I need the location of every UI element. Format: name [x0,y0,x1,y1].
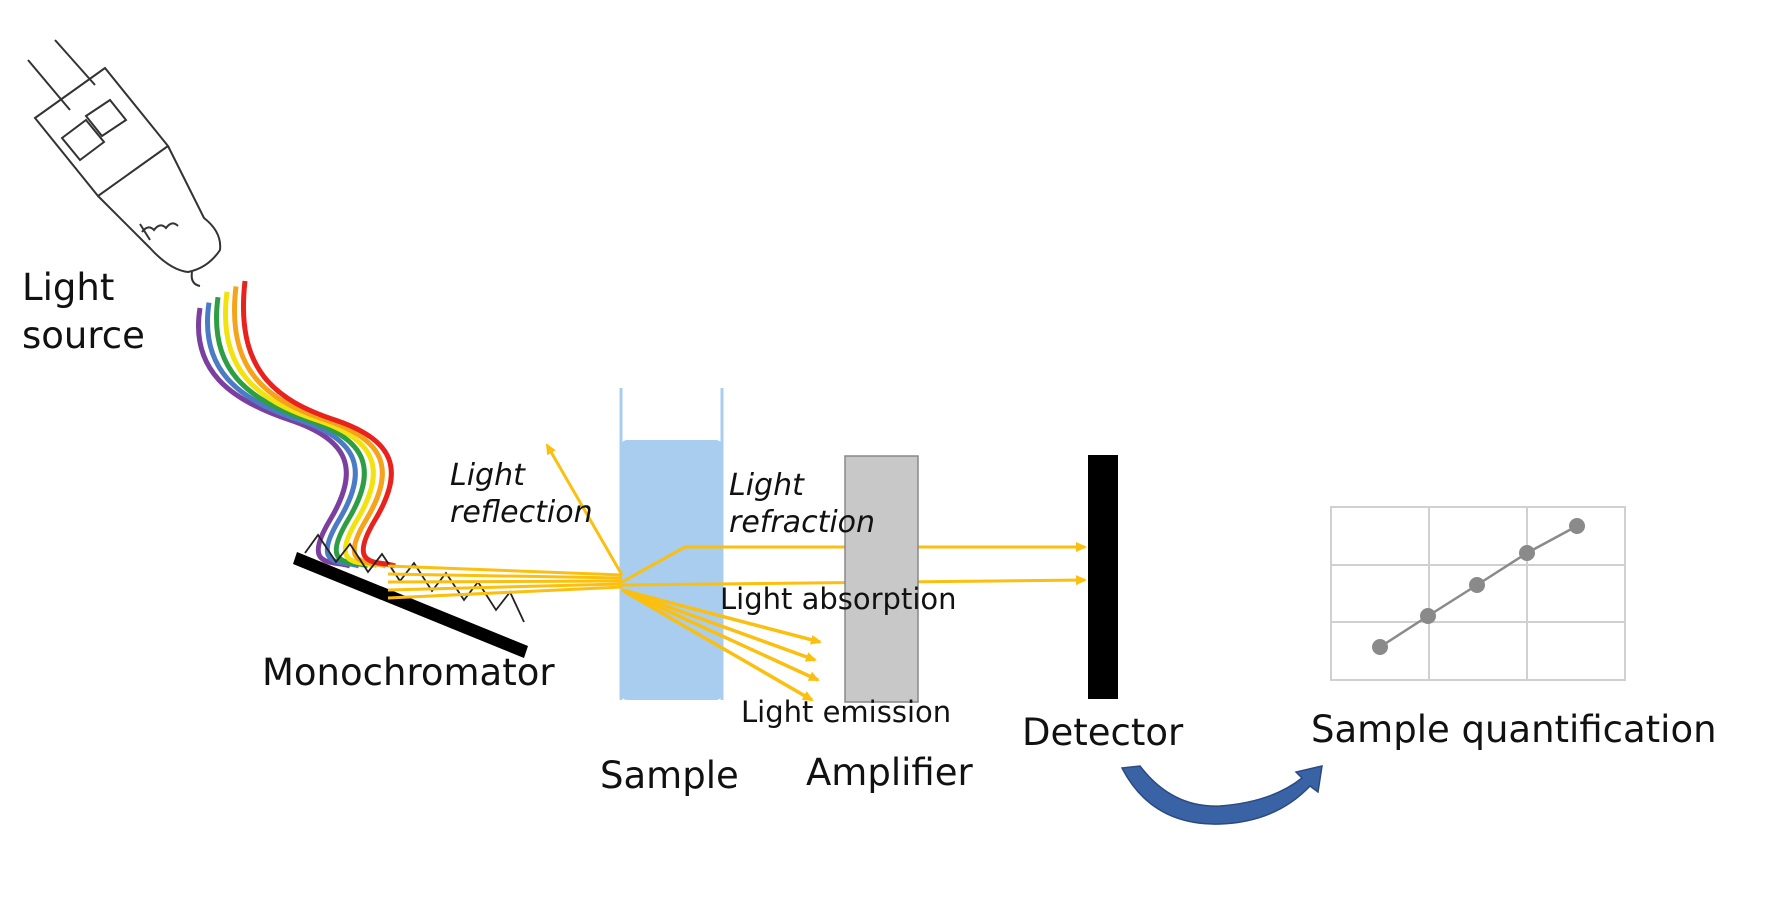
spectrum-band [241,280,396,569]
spectrum-band [223,291,378,569]
light-beams [387,443,1087,702]
light-source-label-1: Light [22,266,114,309]
emission-beam [621,588,820,682]
emission-beam [621,588,814,702]
spectrum-band [232,286,387,569]
refraction-beam [621,542,1087,584]
light-reflection-label-1: Light [450,458,526,493]
bulb-icon [27,39,222,287]
emission-beam [621,588,822,645]
light-absorption-label: Light absorption [720,582,957,616]
spectrum-band [214,296,369,569]
spectrum-band [196,307,351,569]
detector-label: Detector [1022,711,1184,754]
light-source-label-2: source [22,314,145,357]
sample-label: Sample [600,754,739,797]
amplifier-label: Amplifier [806,751,973,794]
light-reflection-label-2: reflection [450,495,593,530]
amplifier-block [844,455,919,703]
incident-beam [387,585,623,600]
light-emission-label: Light emission [741,695,951,729]
spectrum-band [205,302,360,569]
grating-icon [293,533,528,658]
sample-quantification-label: Sample quantification [1311,708,1717,751]
monochromator-label: Monochromator [262,651,555,694]
reflection-beam [545,443,624,576]
detector-plate [1088,455,1118,699]
incident-beam [387,572,623,580]
spectrum-icon [196,280,396,569]
emission-beam [621,588,817,662]
light-refraction-label-1: Light [729,468,805,503]
light-refraction-label-2: refraction [729,505,875,540]
curved-arrow-icon [1120,765,1323,825]
mini-chart-icon [1330,506,1626,681]
incident-beam [387,579,623,584]
cuvette-icon [619,388,724,700]
incident-beam [387,564,623,577]
incident-beam [387,582,623,592]
